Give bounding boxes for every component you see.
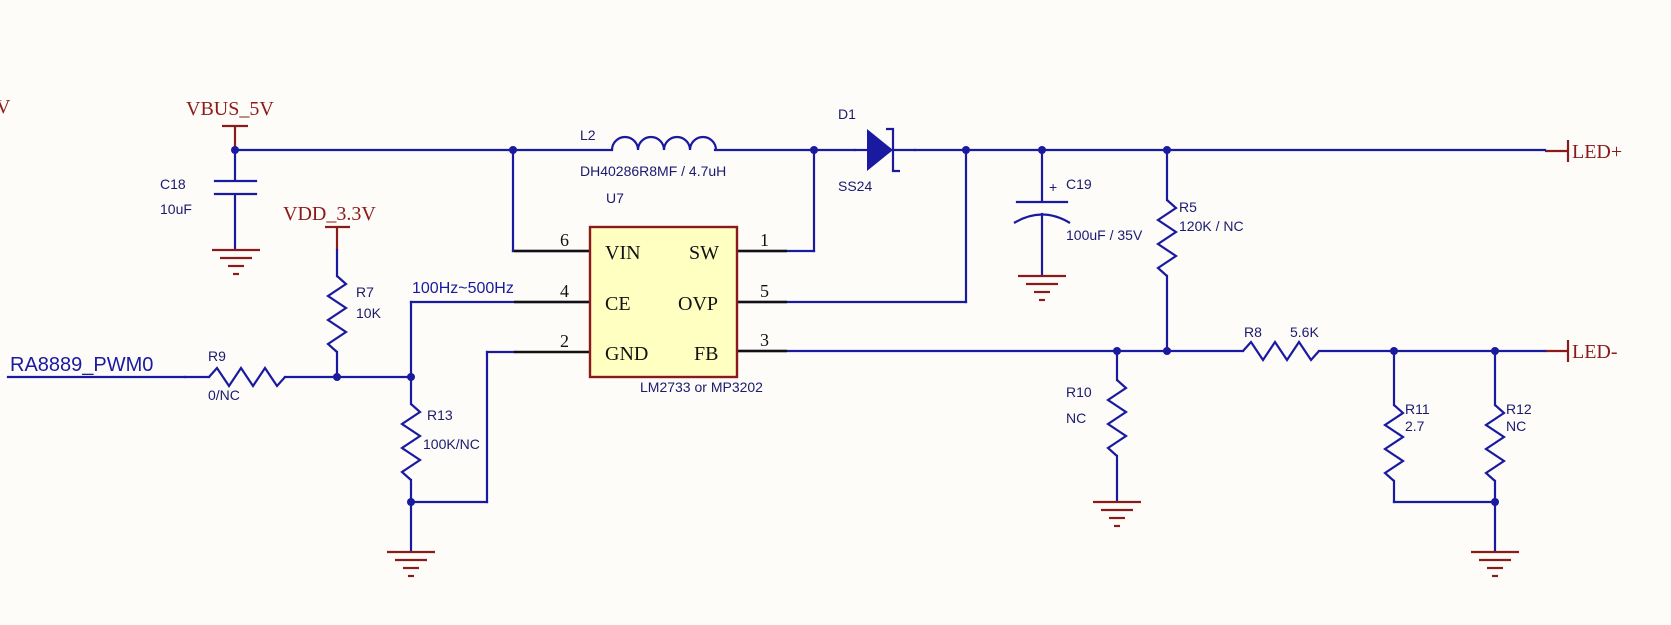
svg-text:LED-: LED- (1572, 341, 1618, 363)
r5-ref: R5 (1179, 199, 1197, 215)
ic-pin-num: 5 (760, 281, 769, 301)
l2-value: DH40286R8MF / 4.7uH (580, 163, 726, 179)
resistor-r13: R13 100K/NC (400, 375, 480, 552)
r5-value: 120K / NC (1179, 218, 1244, 234)
ic-pin-num: 3 (760, 330, 769, 350)
r9-ref: R9 (208, 348, 226, 364)
ic-pin-name: SW (689, 242, 719, 264)
ground-icon (212, 248, 260, 276)
c18-value: 10uF (160, 201, 192, 217)
gnd-wires (409, 350, 516, 504)
freq-net-label: 100Hz~500Hz (412, 280, 514, 297)
ic-pin-name: VIN (605, 242, 641, 264)
ground-icon (1093, 500, 1141, 528)
c19-plus: + (1049, 179, 1057, 195)
pwm-net: RA8889_PWM0 (6, 354, 187, 379)
led-minus-port: LED- (1545, 340, 1618, 363)
ic-pin-name: FB (694, 343, 718, 365)
pwm-net-label: RA8889_PWM0 (10, 354, 153, 376)
ground-icon (1018, 274, 1066, 302)
resistor-r11: R11 2.7 (1383, 349, 1430, 504)
ic-pin-name: CE (605, 293, 631, 315)
ic-pin-num: 1 (760, 230, 769, 250)
r10-ref: R10 (1066, 384, 1092, 400)
diode-d1: D1 SS24 (838, 106, 917, 194)
ovp-wires (735, 148, 968, 304)
c19-value: 100uF / 35V (1066, 227, 1143, 243)
capacitor-c18: C18 10uF (160, 148, 258, 250)
r11-ref: R11 (1405, 401, 1430, 417)
vin-wires (511, 148, 592, 253)
ic-pin-name: OVP (678, 293, 718, 315)
svg-text:VBUS_5V: VBUS_5V (186, 98, 274, 120)
ic-pin-num: 4 (560, 281, 569, 301)
vdd-power-port: VDD_3.3V (283, 203, 376, 250)
resistor-r10: R10 NC (1066, 349, 1128, 502)
r11-value: 2.7 (1405, 418, 1425, 434)
ic-u7: U7 LM2733 or MP3202 6 4 2 1 5 3 VIN CE G… (514, 190, 787, 395)
r13-value: 100K/NC (423, 436, 480, 452)
ground-icon (387, 550, 435, 578)
r10-value: NC (1066, 410, 1086, 426)
ic-ref: U7 (606, 190, 624, 206)
junction-dots (231, 146, 1499, 506)
r8-value: 5.6K (1290, 324, 1319, 340)
resistor-r8: R8 5.6K (1242, 324, 1320, 362)
svg-text:VDD_3.3V: VDD_3.3V (283, 203, 376, 225)
l2-ref: L2 (580, 127, 596, 143)
ic-pin-num: 2 (560, 331, 569, 351)
ic-part: LM2733 or MP3202 (640, 379, 763, 395)
ground-icon (1471, 550, 1519, 578)
inductor-l2: L2 DH40286R8MF / 4.7uH (580, 127, 726, 179)
resistor-r12: R12 NC (1392, 349, 1532, 552)
cut-power-label: V (0, 96, 11, 118)
c18-ref: C18 (160, 176, 186, 192)
r7-ref: R7 (356, 284, 374, 300)
r7-value: 10K (356, 305, 382, 321)
r9-value: 0/NC (208, 387, 240, 403)
d1-value: SS24 (838, 178, 872, 194)
capacitor-c19: + C19 100uF / 35V (1013, 148, 1143, 276)
ic-pin-num: 6 (560, 230, 569, 250)
led-plus-port: LED+ (1545, 140, 1622, 163)
resistor-r7: R7 10K (326, 248, 382, 379)
ic-pin-name: GND (605, 343, 648, 365)
svg-text:LED+: LED+ (1572, 141, 1622, 163)
c19-ref: C19 (1066, 176, 1092, 192)
r12-value: NC (1506, 418, 1526, 434)
vbus-power-port: VBUS_5V (186, 98, 274, 150)
resistor-r5: R5 120K / NC (1156, 148, 1244, 353)
sw-node-wires (735, 148, 816, 253)
resistor-r9: R9 0/NC (183, 348, 413, 403)
r8-ref: R8 (1244, 324, 1262, 340)
d1-ref: D1 (838, 106, 856, 122)
r12-ref: R12 (1506, 401, 1532, 417)
r13-ref: R13 (427, 407, 453, 423)
